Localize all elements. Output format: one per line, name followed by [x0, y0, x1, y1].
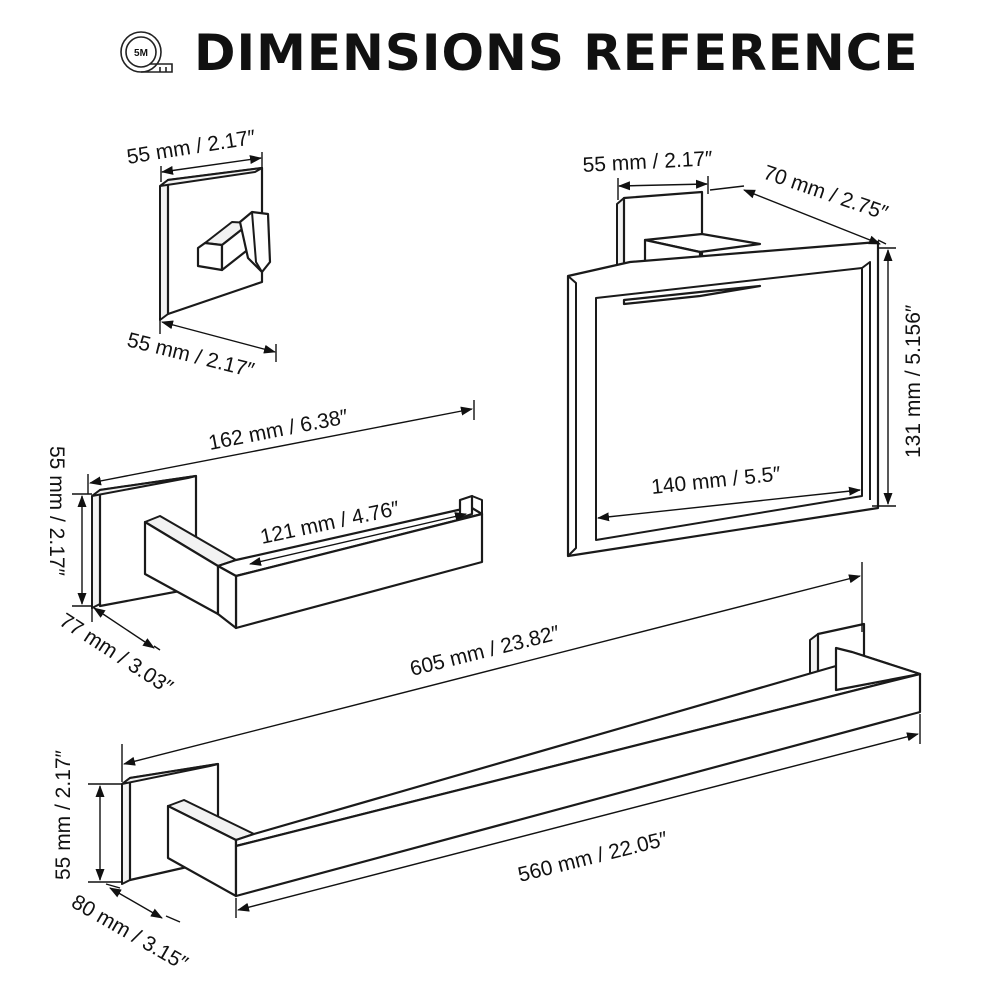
towel-bar-depth-label: 80 mm / 3.15″	[68, 890, 193, 975]
towel-bar-length-label: 560 mm / 22.05″	[516, 827, 671, 887]
towel-bar-drawing	[121, 622, 922, 898]
measuring-tape-icon: 5M	[120, 31, 173, 73]
robe-hook-depth-dimension: 55 mm / 2.17″	[125, 318, 277, 383]
towel-ring-projection-dimension: 70 mm / 2.75″	[709, 161, 891, 245]
towel-ring-drawing	[566, 190, 880, 558]
towel-ring-projection-label: 70 mm / 2.75″	[760, 161, 891, 225]
paper-holder-height-label: 55 mm / 2.17″	[45, 446, 68, 577]
paper-holder-depth-dimension: 77 mm / 3.03″	[55, 607, 177, 699]
robe-hook-drawing	[159, 166, 272, 321]
towel-ring-height-dimension: 131 mm / 5.156″	[872, 247, 925, 507]
tape-label: 5M	[134, 48, 148, 59]
towel-ring-height-label: 131 mm / 5.156″	[902, 304, 925, 458]
robe-hook-depth-label: 55 mm / 2.17″	[125, 329, 257, 383]
towel-ring-base-width-label: 55 mm / 2.17″	[582, 147, 714, 177]
paper-holder-height-dimension: 55 mm / 2.17″	[45, 446, 92, 607]
paper-holder-length-label: 162 mm / 6.38″	[207, 405, 351, 455]
page-title: DIMENSIONS REFERENCE	[194, 24, 919, 82]
towel-bar-height-dimension: 55 mm / 2.17″	[52, 749, 122, 883]
paper-holder-drawing	[91, 474, 484, 630]
towel-bar-height-label: 55 mm / 2.17″	[52, 749, 75, 880]
towel-bar-depth-dimension: 80 mm / 3.15″	[68, 883, 193, 976]
robe-hook-width-label: 55 mm / 2.17″	[125, 126, 258, 169]
paper-holder-length-dimension: 162 mm / 6.38″	[87, 400, 475, 494]
